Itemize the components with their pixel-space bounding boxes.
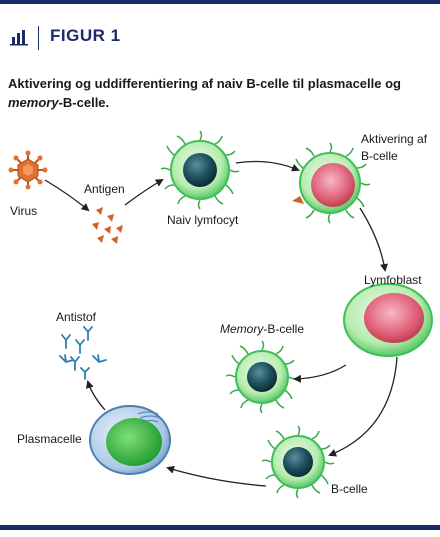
memory-b-cell (225, 340, 299, 414)
label-activation-line2: B-celle (361, 149, 398, 163)
top-rule (0, 0, 440, 4)
label-antibody: Antistof (56, 310, 97, 324)
flow-arrows (44, 160, 398, 487)
caption-line2-rest: -B-celle. (58, 95, 110, 110)
bottom-rule (0, 525, 440, 530)
figure-caption: Aktivering og uddifferentiering af naiv … (8, 74, 433, 112)
arrow-plasma-to-antibody (85, 380, 106, 411)
label-activation-line1: Aktivering af (361, 132, 428, 146)
label-virus: Virus (10, 204, 37, 218)
label-memory-italic: Memory (220, 322, 264, 336)
header-divider (38, 26, 39, 50)
caption-line1: Aktivering og uddifferentiering af naiv … (8, 76, 401, 91)
arrow-antigen-to-naive (124, 178, 164, 206)
arrow-activated-to-lymphoblast (359, 207, 388, 272)
label-lymphoblast: Lymfoblast (364, 273, 422, 287)
lymphoblast-cell (343, 283, 433, 357)
antibody-glyphs (59, 326, 107, 380)
label-antigen: Antigen (84, 182, 125, 196)
label-memory-b-cell: Memory-B-celle (220, 322, 304, 336)
figure-header: FIGUR 1 (0, 18, 440, 64)
arrow-lymphoblast-to-bcell (328, 356, 398, 457)
activated-b-cell (292, 142, 371, 224)
arrow-virus-to-antigen (44, 179, 90, 212)
figure-title: FIGUR 1 (50, 26, 121, 45)
naive-lymphocyte-cell (160, 130, 240, 210)
arrow-lymphoblast-to-memory (293, 364, 347, 383)
bar-chart-icon (10, 30, 28, 46)
antigen-fragments (92, 207, 123, 244)
arrow-bcell-to-plasma (166, 465, 267, 487)
label-plasma-cell: Plasmacelle (17, 432, 82, 446)
virus-icon (8, 150, 48, 190)
b-cell (261, 425, 335, 499)
arrow-naive-to-activated (235, 160, 300, 172)
caption-memory-italic: memory (8, 95, 59, 110)
label-memory-rest: -B-celle (263, 322, 304, 336)
label-naive-lymphocyte: Naiv lymfocyt (167, 213, 239, 227)
label-b-cell: B-celle (331, 482, 368, 496)
plasma-cell (89, 405, 171, 475)
